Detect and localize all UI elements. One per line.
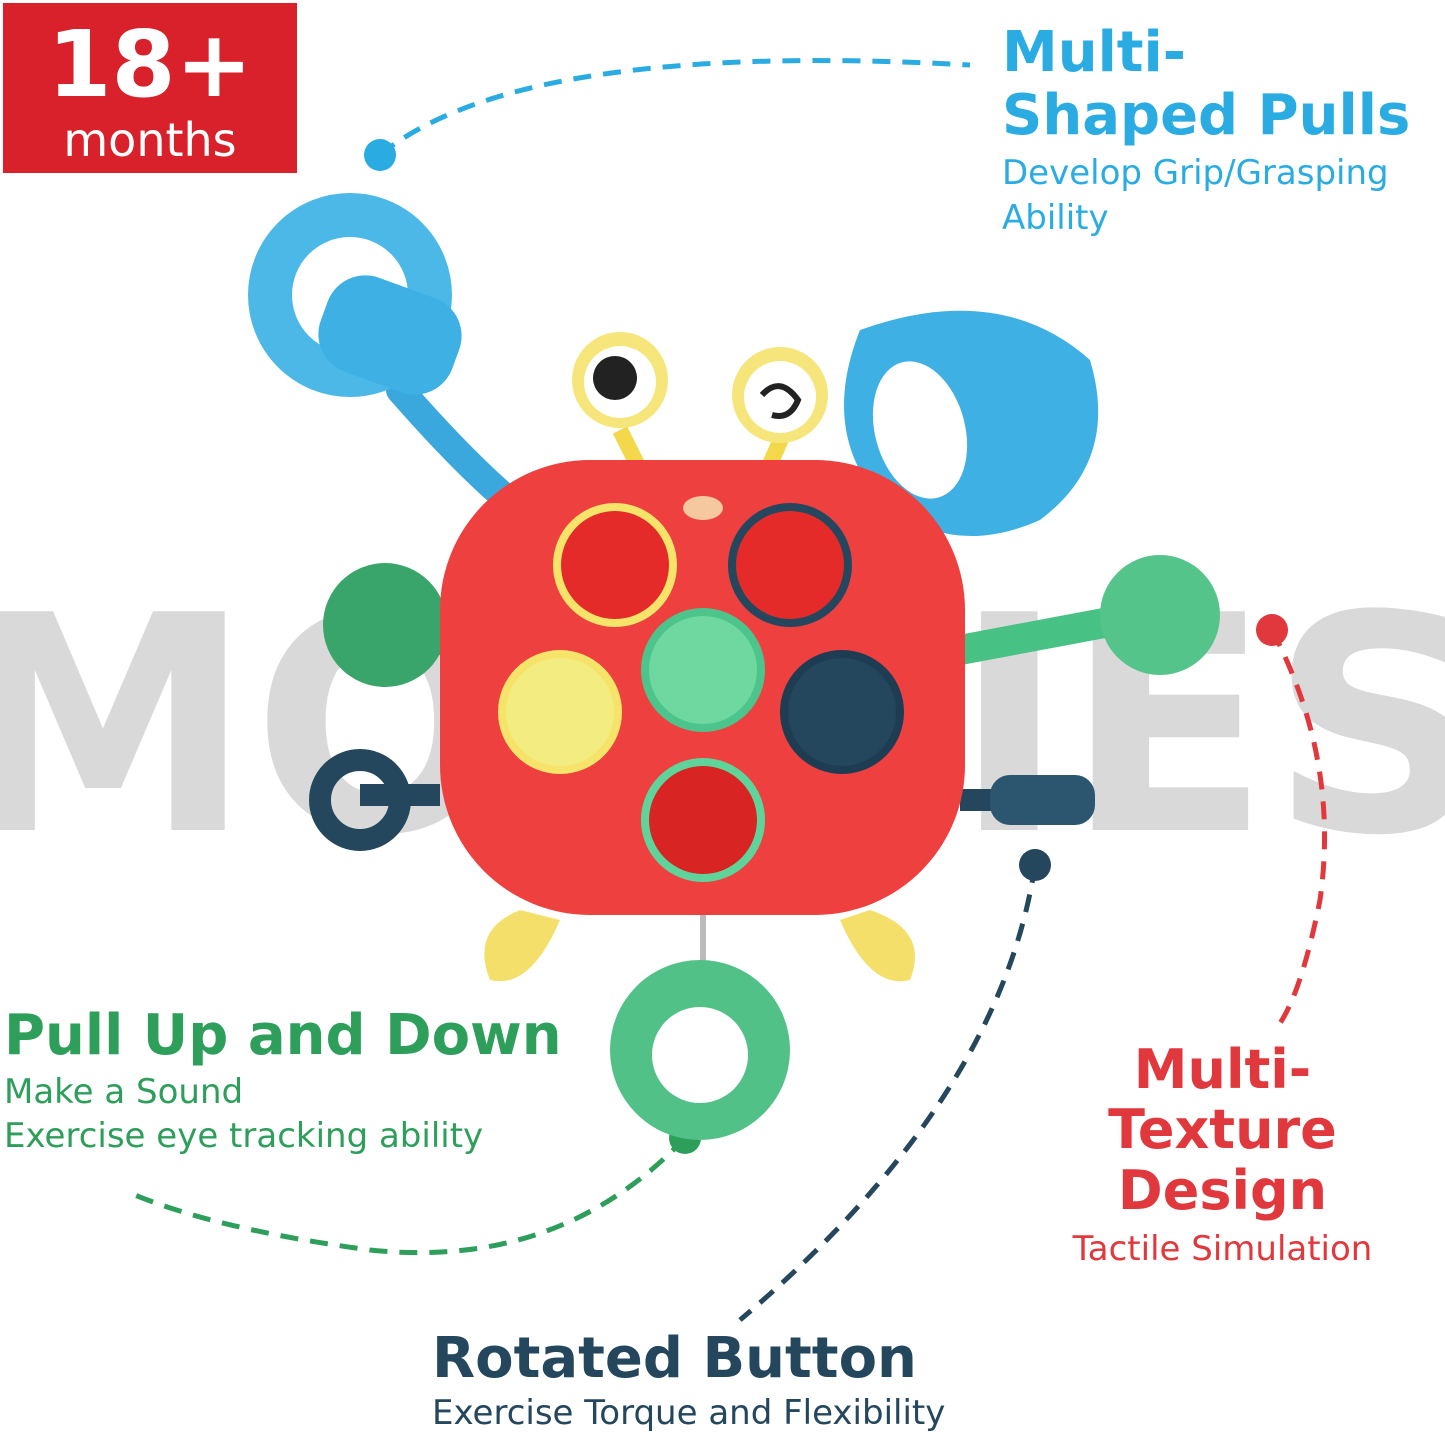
age-unit: months: [63, 113, 237, 167]
green-crab-teether: [610, 915, 790, 1140]
feature-subtitle: Exercise Torque and Flexibility: [432, 1392, 946, 1433]
feature-pull-up-and-down: Pull Up and Down Make a Sound Exercise e…: [4, 1003, 562, 1158]
feature-subtitle-line1: Develop Grip/Grasping: [1002, 153, 1389, 194]
feature-subtitle: Tactile Simulation: [1072, 1229, 1373, 1270]
age-badge: 18+ months: [3, 3, 297, 173]
feature-title: Rotated Button: [432, 1326, 917, 1391]
blue-ring-pull: [248, 193, 534, 524]
feature-title-line2: Shaped Pulls: [1002, 82, 1411, 148]
connector-line-navy: [738, 864, 1038, 1322]
connector-line-green: [134, 1136, 687, 1256]
feature-title: Pull Up and Down: [4, 1003, 562, 1068]
feature-subtitle-line2: Exercise eye tracking ability: [4, 1115, 484, 1156]
connector-line-red: [1269, 628, 1328, 1032]
connector-line-blue: [378, 58, 971, 157]
age-value: 18+: [47, 11, 253, 118]
feature-title-line1: Multi-: [1002, 20, 1186, 85]
connector-dot-red: [1256, 614, 1288, 646]
feature-title-line1: Multi-: [1133, 1038, 1312, 1101]
pop-buttons: [498, 503, 904, 882]
feature-multi-texture-design: Multi- Texture Design Tactile Simulation: [1000, 1038, 1445, 1272]
feature-multi-shaped-pulls: Multi- Shaped Pulls Develop Grip/Graspin…: [1002, 20, 1411, 240]
feature-subtitle-line2: Ability: [1002, 197, 1109, 238]
connector-dot-blue: [364, 139, 396, 171]
connector-dot-navy: [1019, 849, 1051, 881]
feature-subtitle-line1: Make a Sound: [4, 1071, 244, 1112]
feature-title-line2: Texture Design: [1108, 1098, 1337, 1222]
feature-rotated-button: Rotated Button Exercise Torque and Flexi…: [432, 1326, 946, 1435]
crab-arms: [309, 555, 1220, 982]
crab-mouth: [683, 496, 723, 520]
